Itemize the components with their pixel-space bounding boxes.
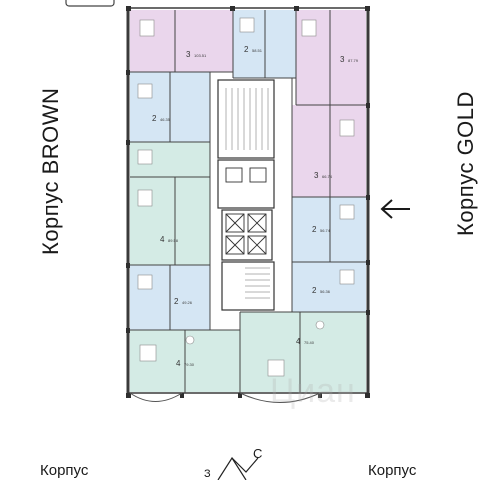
unit-pink-right[interactable] [292,105,366,197]
building-bottom-right-label: Корпус [368,462,417,479]
unit-area: 89.58 [168,238,179,243]
unit-rooms: 4 [176,359,181,368]
unit-rooms: 2 [174,297,179,306]
unit-labels: 3 103.51 2 58.51 3 87.79 2 46.35 3 66.74… [152,45,359,368]
compass-north-label: С [253,446,263,461]
unit-area: 49.26 [182,300,193,305]
unit-blue-right-2[interactable] [292,262,366,312]
unit-pink-1[interactable] [130,10,233,72]
unit-area: 66.74 [322,174,333,179]
compass-west-label: З [204,468,211,480]
building-core [217,79,275,311]
unit-rooms: 2 [152,114,157,123]
unit-area: 46.35 [160,117,171,122]
unit-rooms: 4 [160,235,165,244]
partitions [130,10,366,393]
balconies [129,392,321,403]
watermark: Циан [270,372,356,410]
pointer-arrow-icon [380,199,410,219]
stair-hatching [225,88,270,299]
elevators [225,167,267,255]
unit-rooms: 2 [244,45,249,54]
building-gold-label: Корпус GOLD [453,91,478,236]
unit-rooms: 3 [340,55,345,64]
building-brown-label: Корпус BROWN [38,87,63,255]
unit-area: 103.51 [194,53,207,58]
unit-rooms: 2 [312,286,317,295]
unit-area: 56.36 [320,289,331,294]
logo-box [65,0,115,7]
unit-area: 56.74 [320,228,331,233]
unit-rooms: 2 [312,225,317,234]
columns [126,6,370,398]
unit-rooms: 3 [186,50,191,59]
unit-rooms: 3 [314,171,319,180]
furniture [137,17,355,377]
building-bottom-left-label: Корпус [40,462,89,479]
unit-area: 79.30 [184,362,195,367]
compass-icon [217,456,259,480]
unit-green-right[interactable] [240,312,366,392]
unit-area: 87.79 [348,58,359,63]
unit-area: 58.51 [252,48,263,53]
unit-rooms: 4 [296,337,301,346]
unit-area: 75.40 [304,340,315,345]
